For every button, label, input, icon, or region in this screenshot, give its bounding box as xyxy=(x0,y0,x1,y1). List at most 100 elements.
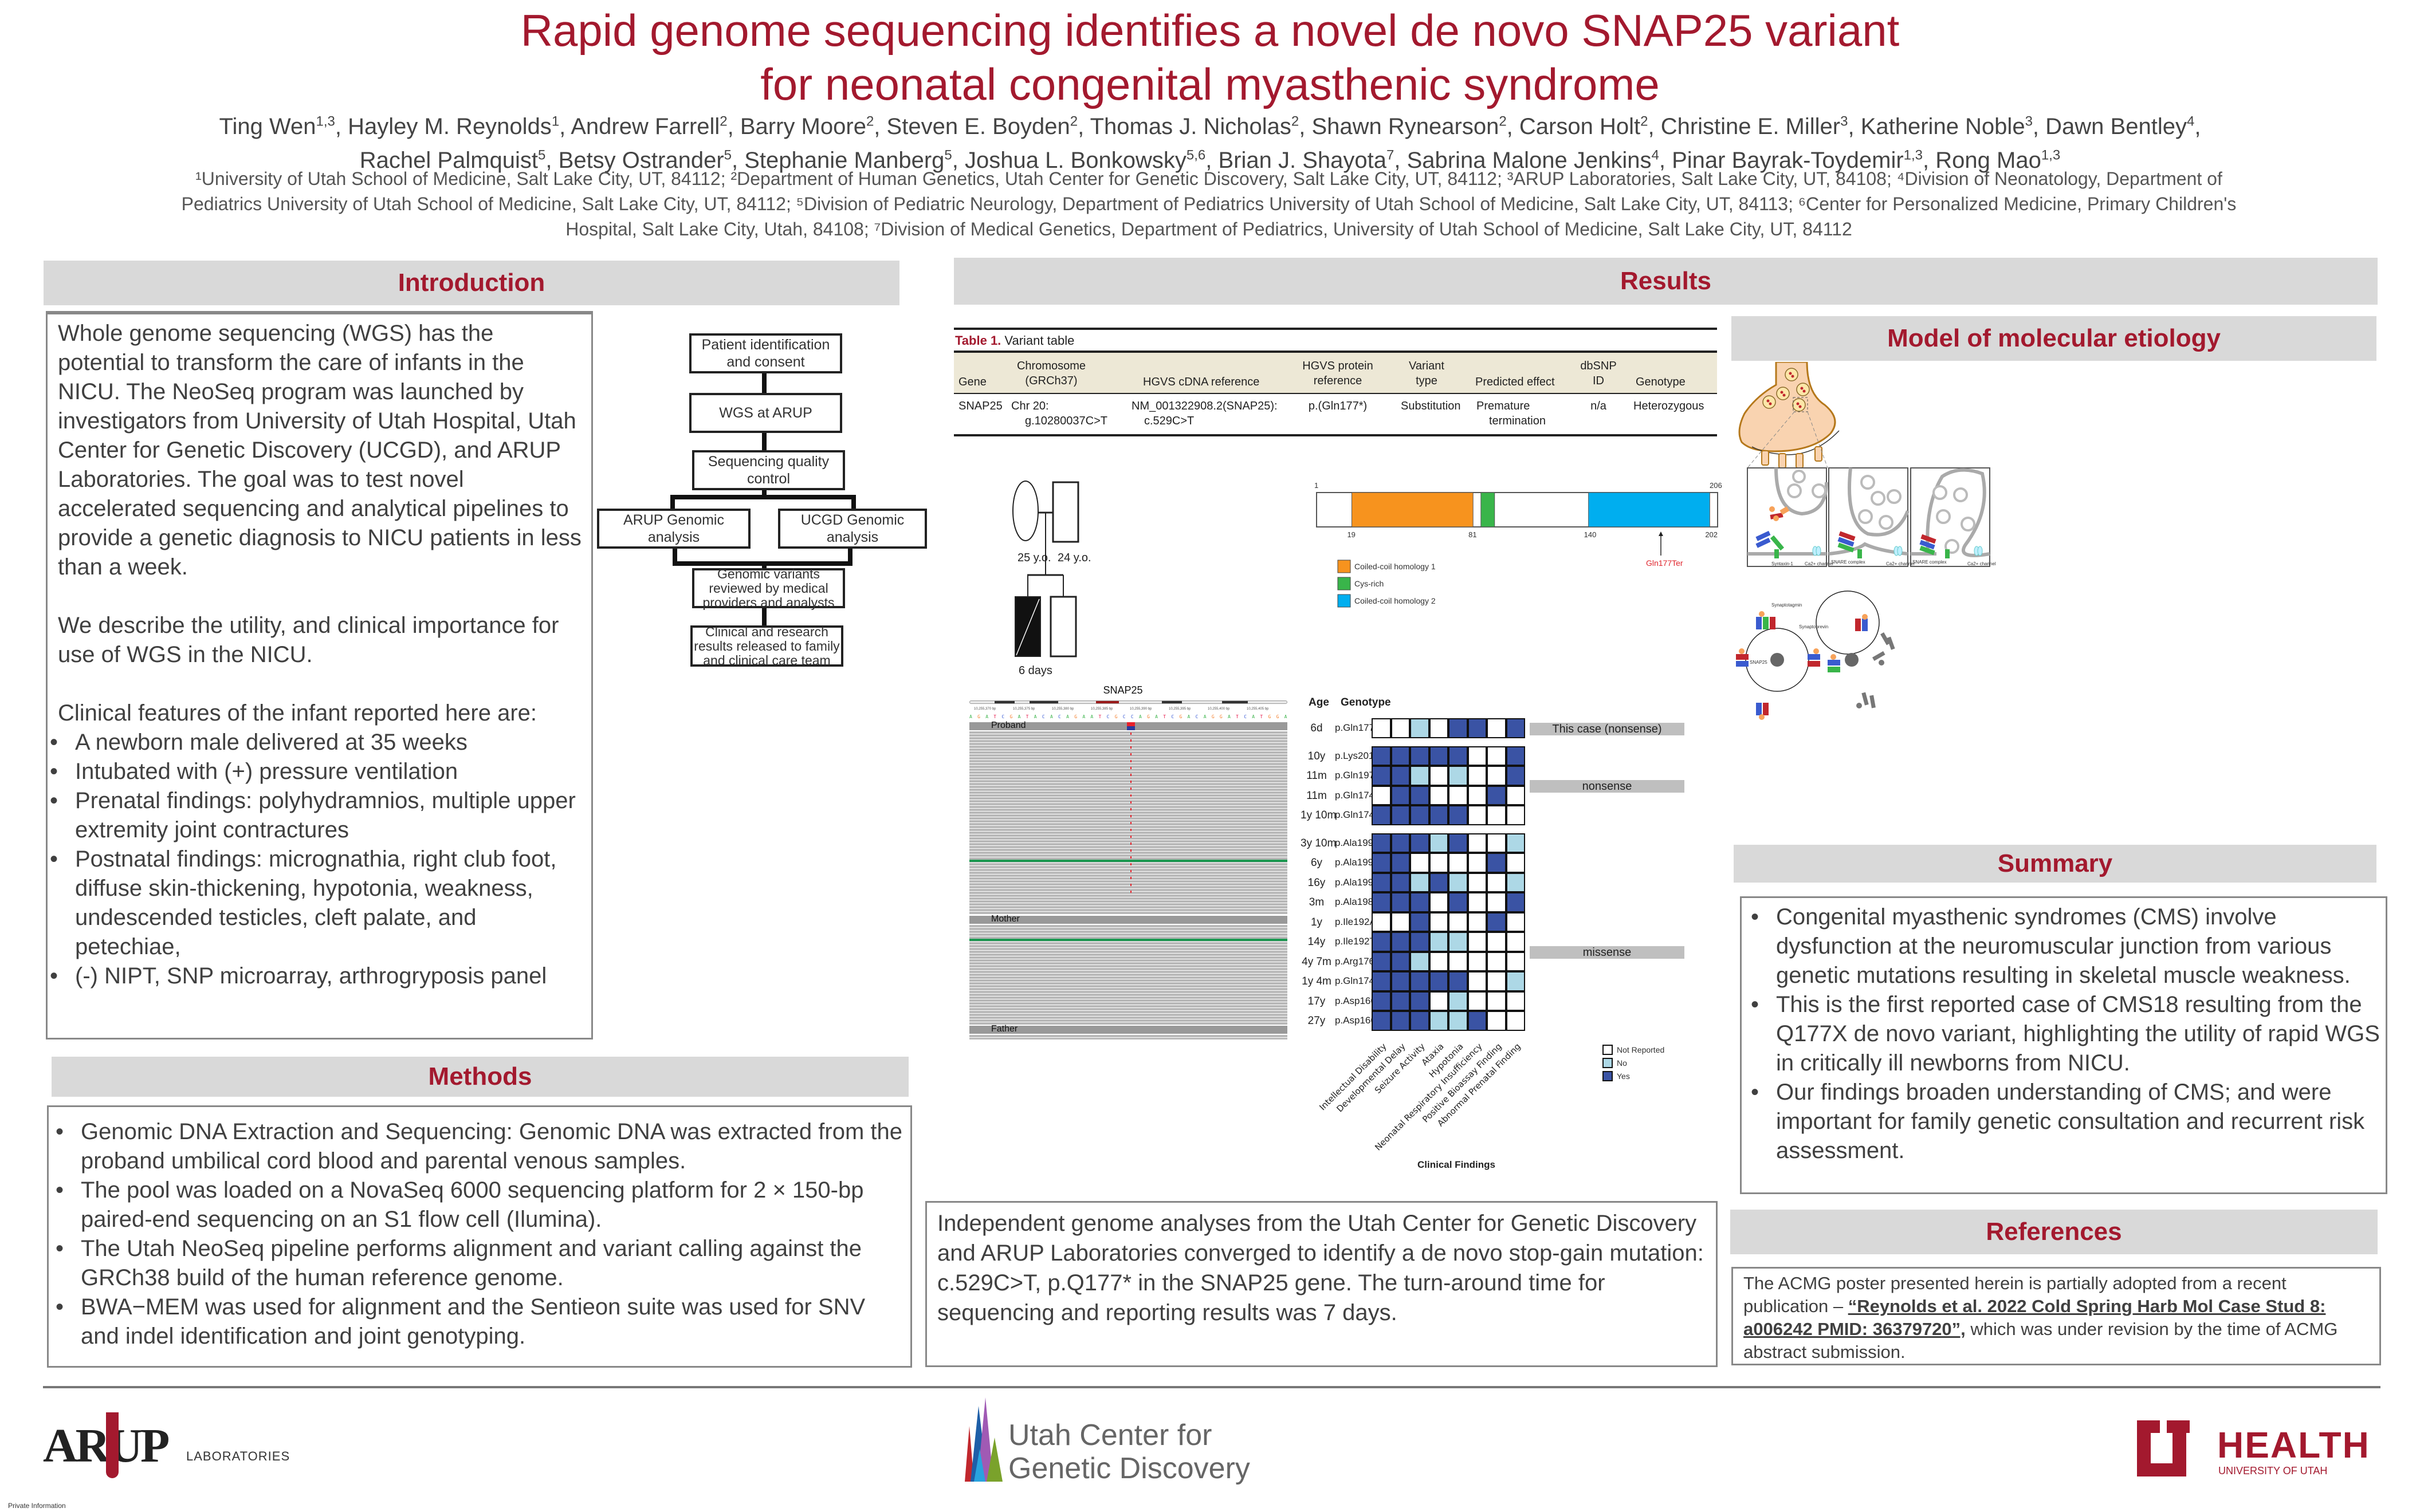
matrix-cell xyxy=(1372,833,1391,853)
igv-position-label: 10,255,370 bp xyxy=(974,707,996,711)
igv-base: T xyxy=(1098,714,1102,719)
igv-read xyxy=(969,820,1287,822)
flow-step-arup-analysis: ARUP Genomic analysis xyxy=(597,509,751,549)
matrix-legend-swatch xyxy=(1602,1044,1613,1055)
igv-read xyxy=(969,985,1287,987)
matrix-cell xyxy=(1410,746,1429,766)
igv-base: G xyxy=(1009,714,1013,719)
matrix-cell xyxy=(1487,932,1506,952)
igv-track-header[interactable]: Mother xyxy=(969,914,1287,924)
igv-read xyxy=(969,792,1287,794)
igv-mismatch-t xyxy=(1130,849,1132,852)
igv-base: C xyxy=(1244,714,1247,719)
matrix-cell xyxy=(1429,766,1448,786)
results-summary-text: Independent genome analyses from the Uta… xyxy=(937,1211,1704,1325)
igv-track-header[interactable]: Father xyxy=(969,1024,1287,1034)
author: Ting Wen1,3 xyxy=(219,114,335,140)
matrix-cell xyxy=(1410,718,1429,738)
matrix-cell xyxy=(1410,853,1429,873)
model-heading: Model of molecular etiology xyxy=(1731,316,2376,361)
td-gene: SNAP25 xyxy=(958,400,1003,412)
matrix-cell xyxy=(1467,892,1487,912)
matrix-cell xyxy=(1429,853,1448,873)
legend-label: Cys-rich xyxy=(1354,579,1384,588)
methods-item: Genomic DNA Extraction and Sequencing: G… xyxy=(49,1117,902,1176)
igv-mismatch-t xyxy=(1130,774,1132,776)
author: Andrew Farrell2 xyxy=(571,114,728,140)
matrix-cell xyxy=(1487,892,1506,912)
igv-mismatch-t xyxy=(1130,877,1132,879)
matrix-cell xyxy=(1487,746,1506,766)
legend-swatch xyxy=(1337,594,1351,608)
flow-connector xyxy=(762,564,767,569)
matrix-cell xyxy=(1372,872,1391,892)
author: Steven E. Boyden2 xyxy=(886,114,1078,140)
td-dbsnp: n/a xyxy=(1590,400,1606,412)
table-caption-label: Table 1. xyxy=(955,333,1001,348)
flow-connector xyxy=(762,433,767,450)
proband-age: 6 days xyxy=(1019,664,1052,677)
igv-base: C xyxy=(1106,714,1110,719)
igv-read xyxy=(969,971,1287,973)
matrix-cell xyxy=(1372,718,1391,738)
intro-feature-item: Intubated with (+) pressure ventilation xyxy=(43,757,584,786)
igv-read xyxy=(969,843,1287,845)
igv-read xyxy=(969,875,1287,877)
igv-mismatch-t xyxy=(1130,815,1132,817)
igv-base: G xyxy=(1179,714,1182,719)
ucgd-logo-peaks-icon xyxy=(965,1397,1003,1482)
reference-link[interactable]: “Reynolds et al. 2022 Cold Spring Harb M… xyxy=(1743,1296,2326,1339)
summary-heading: Summary xyxy=(1734,845,2376,883)
summary-list: Congenital myasthenic syndromes (CMS) in… xyxy=(1744,903,2380,1166)
igv-read xyxy=(969,857,1287,860)
igv-base: C xyxy=(1001,714,1005,719)
title-line-1: Rapid genome sequencing identifies a nov… xyxy=(520,5,1900,56)
matrix-cell xyxy=(1506,853,1525,873)
igv-read xyxy=(969,855,1287,857)
matrix-cell xyxy=(1372,785,1391,805)
legend-swatch xyxy=(1337,560,1351,573)
igv-read xyxy=(969,965,1287,967)
author: Carson Holt2 xyxy=(1519,114,1648,140)
igv-read xyxy=(969,769,1287,771)
matrix-row-genotype: p.Lys201Ter xyxy=(1335,750,1388,761)
igv-read xyxy=(969,1019,1287,1022)
igv-read xyxy=(969,849,1287,851)
igv-position-label: 10,255,390 bp xyxy=(1130,707,1152,711)
matrix-row-age: 3m xyxy=(1309,896,1325,908)
matrix-cell xyxy=(1448,805,1468,825)
table-caption: Table 1. Variant table xyxy=(955,333,1074,348)
igv-base: T xyxy=(1026,714,1029,719)
flow-connector xyxy=(762,373,767,393)
matrix-cell xyxy=(1390,853,1410,873)
th-genotype: Genotype xyxy=(1636,376,1686,388)
igv-base: T xyxy=(1236,714,1239,719)
protein-tick-label: 81 xyxy=(1468,530,1476,539)
intro-features-intro: Clinical features of the infant reported… xyxy=(58,700,537,726)
igv-base: A xyxy=(1066,714,1069,719)
author: Christine E. Miller3 xyxy=(1660,114,1848,140)
matrix-cell xyxy=(1448,746,1468,766)
matrix-cell xyxy=(1390,718,1410,738)
university-of-utah-label: UNIVERSITY OF UTAH xyxy=(2218,1465,2328,1476)
igv-read xyxy=(969,1011,1287,1013)
igv-read xyxy=(969,866,1287,868)
igv-base: A xyxy=(1034,714,1037,719)
molecular-model-svg xyxy=(1736,361,1990,720)
matrix-cell xyxy=(1467,805,1487,825)
intro-feature-item: (-) NIPT, SNP microarray, arthrogryposis… xyxy=(43,962,584,991)
matrix-cell xyxy=(1487,805,1506,825)
igv-read xyxy=(969,1038,1287,1040)
igv-mismatch-t xyxy=(1130,870,1132,872)
matrix-cell xyxy=(1487,971,1506,991)
flow-connector xyxy=(851,495,856,510)
matrix-cell xyxy=(1506,1011,1525,1031)
igv-read xyxy=(969,823,1287,825)
poster-title: Rapid genome sequencing identifies a nov… xyxy=(0,3,2420,111)
reference-text-before: The ACMG poster presented herein is part… xyxy=(1743,1273,2287,1316)
igv-mismatch-t xyxy=(1130,891,1132,893)
